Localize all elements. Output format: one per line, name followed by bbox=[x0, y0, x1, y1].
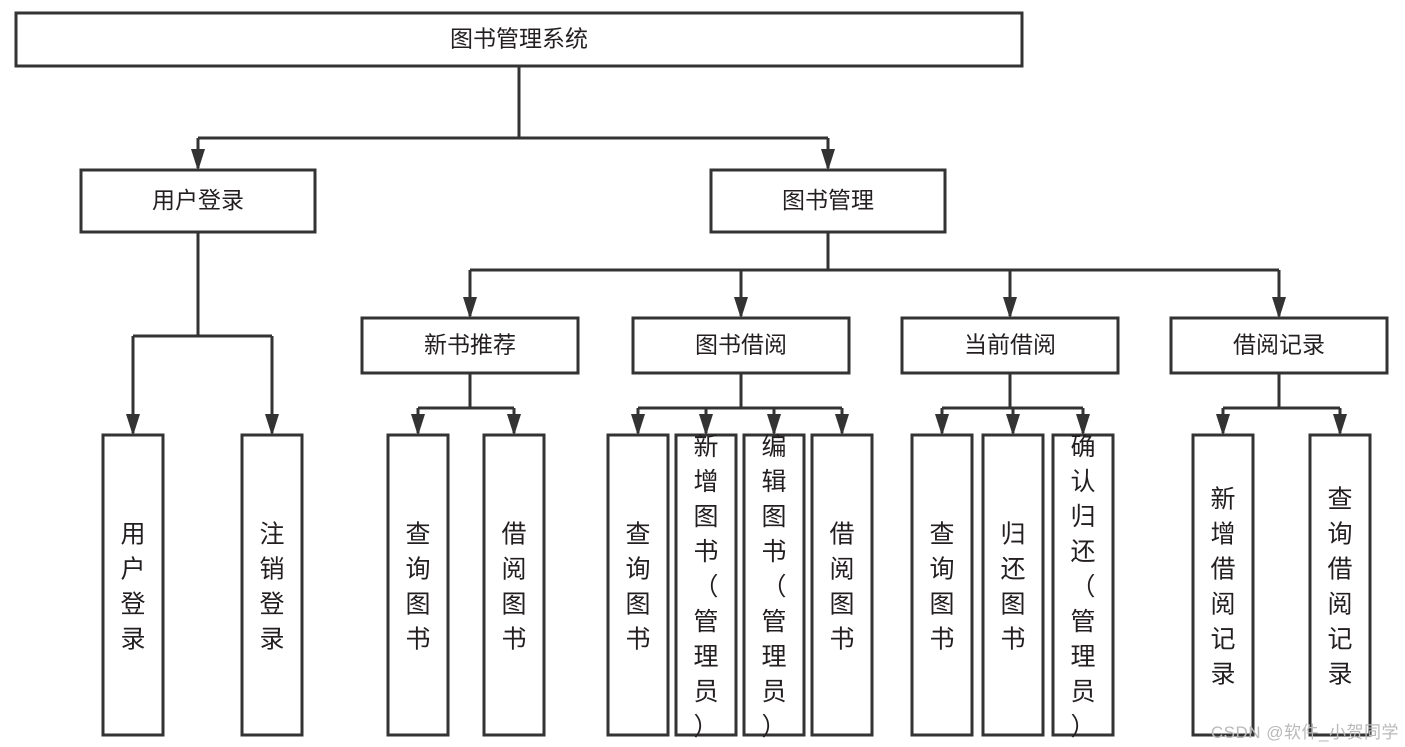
node-label-leaf-add-book-admin: 新增图书（管理员） bbox=[693, 433, 718, 741]
node-leaf-borrow-book-bw[interactable]: 借阅图书 bbox=[810, 433, 874, 737]
arrow-head-icon bbox=[1272, 297, 1286, 319]
node-box-leaf-return-book[interactable] bbox=[981, 433, 1045, 737]
arrow-head-icon bbox=[1333, 414, 1347, 436]
node-current-borrow[interactable]: 当前借阅 bbox=[900, 316, 1120, 375]
node-box-leaf-borrow-book-rec[interactable] bbox=[482, 433, 546, 737]
arrow-head-icon bbox=[126, 414, 140, 436]
node-box-book-borrow[interactable] bbox=[631, 316, 851, 375]
arrow-head-icon bbox=[1003, 297, 1017, 319]
arrow-head-icon bbox=[191, 149, 205, 171]
node-box-leaf-user-login[interactable] bbox=[101, 433, 165, 737]
node-box-leaf-add-borrow-record[interactable] bbox=[1191, 433, 1255, 737]
node-box-borrow-record[interactable] bbox=[1169, 316, 1389, 375]
node-label-leaf-user-login: 用户登录 bbox=[120, 520, 145, 653]
arrow-head-icon bbox=[835, 414, 849, 436]
connector-group-root bbox=[191, 66, 835, 171]
connector-group-current-borrow bbox=[935, 373, 1090, 436]
connectors-layer bbox=[126, 66, 1347, 436]
arrow-head-icon bbox=[1216, 414, 1230, 436]
connector-group-book-manage bbox=[463, 232, 1286, 319]
node-label-leaf-query-book-cb: 查询图书 bbox=[929, 520, 954, 653]
node-label-new-book-recommend: 新书推荐 bbox=[424, 332, 516, 358]
arrow-head-icon bbox=[935, 414, 949, 436]
node-root[interactable]: 图书管理系统 bbox=[14, 11, 1024, 68]
arrow-head-icon bbox=[821, 149, 835, 171]
node-leaf-return-book[interactable]: 归还图书 bbox=[981, 433, 1045, 737]
arrow-head-icon bbox=[631, 414, 645, 436]
connector-group-book-borrow bbox=[631, 373, 849, 436]
node-label-leaf-confirm-return-admin: 确认归还（管理员） bbox=[1070, 433, 1095, 741]
node-leaf-query-borrow-record[interactable]: 查询借阅记录 bbox=[1308, 433, 1372, 737]
node-leaf-add-book-admin[interactable]: 新增图书（管理员） bbox=[674, 433, 738, 741]
node-book-borrow[interactable]: 图书借阅 bbox=[631, 316, 851, 375]
node-box-leaf-query-book-cb[interactable] bbox=[910, 433, 974, 737]
nodes-layer: 图书管理系统用户登录图书管理新书推荐图书借阅当前借阅借阅记录用户登录注销登录查询… bbox=[14, 11, 1389, 741]
node-label-leaf-query-borrow-record: 查询借阅记录 bbox=[1327, 485, 1352, 688]
connector-group-borrow-record bbox=[1216, 373, 1347, 436]
node-box-root[interactable] bbox=[14, 11, 1024, 68]
node-label-leaf-query-book-bw: 查询图书 bbox=[625, 520, 650, 653]
node-user-login[interactable]: 用户登录 bbox=[79, 168, 317, 234]
node-borrow-record[interactable]: 借阅记录 bbox=[1169, 316, 1389, 375]
node-leaf-add-borrow-record[interactable]: 新增借阅记录 bbox=[1191, 433, 1255, 737]
node-box-leaf-user-logout[interactable] bbox=[240, 433, 304, 737]
arrow-head-icon bbox=[767, 414, 781, 436]
node-new-book-recommend[interactable]: 新书推荐 bbox=[360, 316, 580, 375]
node-leaf-user-logout[interactable]: 注销登录 bbox=[240, 433, 304, 737]
arrow-head-icon bbox=[1076, 414, 1090, 436]
node-label-borrow-record: 借阅记录 bbox=[1233, 332, 1325, 358]
node-leaf-borrow-book-rec[interactable]: 借阅图书 bbox=[482, 433, 546, 737]
node-leaf-user-login[interactable]: 用户登录 bbox=[101, 433, 165, 737]
node-leaf-query-book-bw[interactable]: 查询图书 bbox=[606, 433, 670, 737]
arrow-head-icon bbox=[463, 297, 477, 319]
node-label-user-login: 用户登录 bbox=[152, 187, 244, 213]
node-box-current-borrow[interactable] bbox=[900, 316, 1120, 375]
node-label-root: 图书管理系统 bbox=[450, 26, 588, 52]
arrow-head-icon bbox=[507, 414, 521, 436]
node-label-leaf-query-book-rec: 查询图书 bbox=[405, 520, 430, 653]
connector-group-new-book-recommend bbox=[411, 373, 521, 436]
node-box-leaf-query-book-rec[interactable] bbox=[386, 433, 450, 737]
node-label-leaf-borrow-book-rec: 借阅图书 bbox=[501, 520, 526, 653]
node-box-leaf-query-borrow-record[interactable] bbox=[1308, 433, 1372, 737]
node-label-book-borrow: 图书借阅 bbox=[695, 332, 787, 358]
node-leaf-query-book-rec[interactable]: 查询图书 bbox=[386, 433, 450, 737]
node-box-new-book-recommend[interactable] bbox=[360, 316, 580, 375]
node-box-leaf-edit-book-admin[interactable] bbox=[742, 433, 806, 737]
node-leaf-edit-book-admin[interactable]: 编辑图书（管理员） bbox=[742, 433, 806, 741]
node-label-book-manage: 图书管理 bbox=[782, 187, 874, 213]
connector-group-user-login bbox=[126, 232, 279, 436]
node-box-book-manage[interactable] bbox=[709, 168, 947, 234]
node-label-leaf-return-book: 归还图书 bbox=[1000, 520, 1025, 653]
node-leaf-query-book-cb[interactable]: 查询图书 bbox=[910, 433, 974, 737]
node-label-leaf-borrow-book-bw: 借阅图书 bbox=[829, 520, 854, 653]
node-label-leaf-add-borrow-record: 新增借阅记录 bbox=[1210, 485, 1235, 688]
arrow-head-icon bbox=[1006, 414, 1020, 436]
node-label-current-borrow: 当前借阅 bbox=[964, 332, 1056, 358]
node-label-leaf-user-logout: 注销登录 bbox=[259, 520, 284, 653]
node-box-leaf-confirm-return-admin[interactable] bbox=[1051, 433, 1115, 737]
node-box-user-login[interactable] bbox=[79, 168, 317, 234]
arrow-head-icon bbox=[734, 297, 748, 319]
node-book-manage[interactable]: 图书管理 bbox=[709, 168, 947, 234]
node-box-leaf-add-book-admin[interactable] bbox=[674, 433, 738, 737]
arrow-head-icon bbox=[265, 414, 279, 436]
node-leaf-confirm-return-admin[interactable]: 确认归还（管理员） bbox=[1051, 433, 1115, 741]
arrow-head-icon bbox=[411, 414, 425, 436]
node-box-leaf-query-book-bw[interactable] bbox=[606, 433, 670, 737]
node-label-leaf-edit-book-admin: 编辑图书（管理员） bbox=[761, 433, 786, 741]
arrow-head-icon bbox=[699, 414, 713, 436]
node-box-leaf-borrow-book-bw[interactable] bbox=[810, 433, 874, 737]
